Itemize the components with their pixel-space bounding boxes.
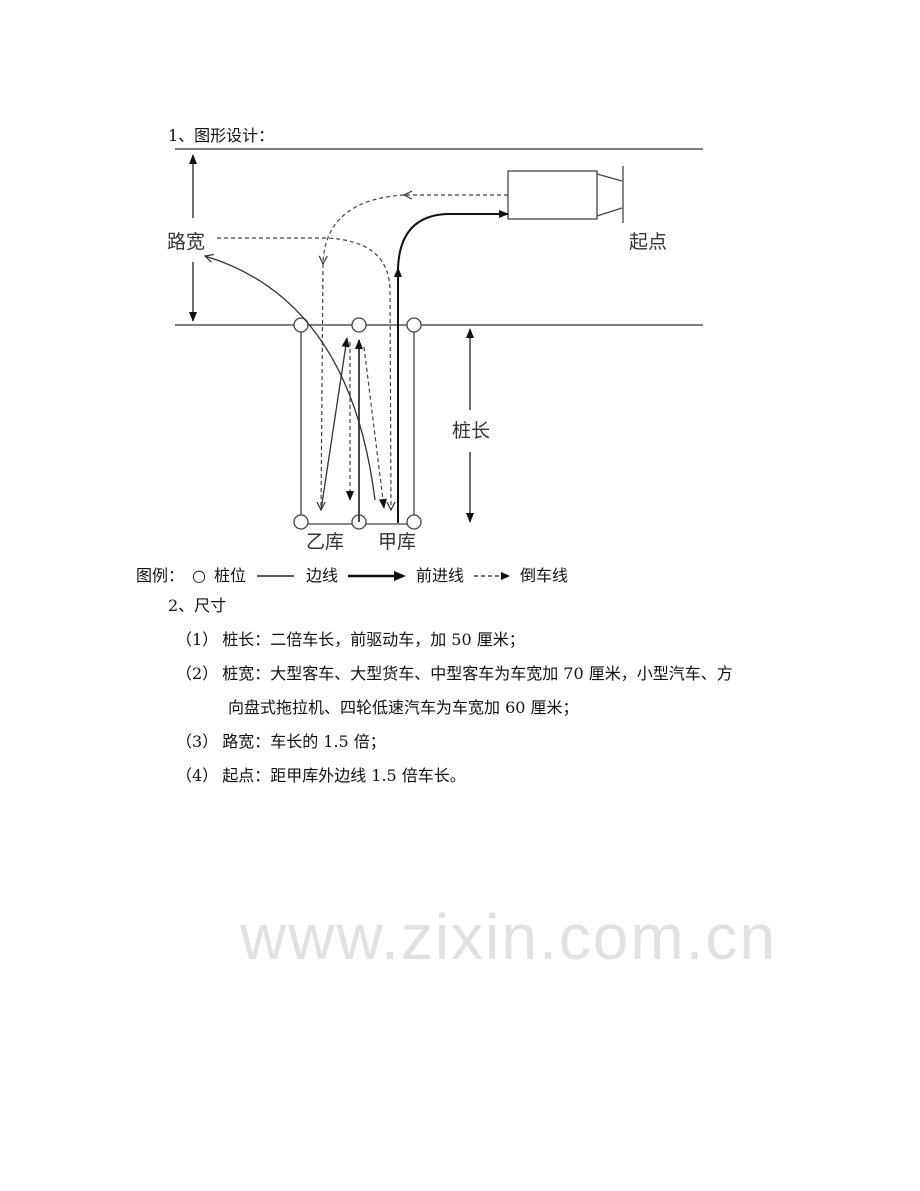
legend-pile-symbol: ○ xyxy=(192,566,206,585)
item-1-num: （1） xyxy=(176,630,219,649)
legend-pile-label: 桩位 xyxy=(213,566,246,585)
legend-forward-label: 前进线 xyxy=(416,566,465,585)
parking-diagram: 路宽 桩长 起点 乙库 甲库 xyxy=(167,148,703,553)
item-1: （1） 桩长：二倍车长，前驱动车，加 50 厘米； xyxy=(176,630,525,650)
item-2-num: （2） xyxy=(176,664,219,683)
legend-forward-arrow xyxy=(348,571,407,581)
pile-icon xyxy=(293,317,309,333)
legend-prefix: 图例： xyxy=(136,566,185,585)
pile-icon xyxy=(406,514,422,530)
pile-length-label: 桩长 xyxy=(452,420,490,442)
pile-icon xyxy=(351,317,367,333)
legend-edge-line xyxy=(257,575,294,577)
reverse-paths xyxy=(217,195,508,510)
pile-icon xyxy=(406,317,422,333)
item-3: （3） 路宽：车长的 1.5 倍； xyxy=(176,732,386,752)
garage-b-label: 乙库 xyxy=(306,531,344,553)
start-label: 起点 xyxy=(629,231,667,253)
section1-title: 1、图形设计： xyxy=(168,126,275,145)
item-2-continuation: 向盘式拖拉机、四轮低速汽车为车宽加 60 厘米； xyxy=(228,698,579,717)
item-4: （4） 起点：距甲库外边线 1.5 倍车长。 xyxy=(176,766,466,786)
car-icon xyxy=(507,166,624,223)
legend: 图例： ○ 桩位 边线 前进线 倒车线 xyxy=(136,566,568,586)
item-4-num: （4） xyxy=(176,766,219,785)
legend-reverse-label: 倒车线 xyxy=(520,566,569,585)
forward-thin-paths xyxy=(205,256,376,522)
pile-icon xyxy=(293,514,309,530)
forward-path xyxy=(394,210,509,523)
watermark: www.zixin.com.cn xyxy=(240,901,777,973)
item-2: （2） 桩宽：大型客车、大型货车、中型客车为车宽加 70 厘米，小型汽车、方 xyxy=(176,664,733,684)
item-3-num: （3） xyxy=(176,732,219,751)
item-2-text: 桩宽：大型客车、大型货车、中型客车为车宽加 70 厘米，小型汽车、方 xyxy=(222,664,733,683)
road-width-label: 路宽 xyxy=(167,231,205,253)
section2-title: 2、尺寸 xyxy=(168,596,227,615)
legend-edge-label: 边线 xyxy=(306,566,339,585)
item-1-text: 桩长：二倍车长，前驱动车，加 50 厘米； xyxy=(222,630,525,649)
item-3-text: 路宽：车长的 1.5 倍； xyxy=(222,732,386,751)
item-4-text: 起点：距甲库外边线 1.5 倍车长。 xyxy=(222,766,466,785)
pile-markers xyxy=(293,317,422,530)
legend-reverse-arrow xyxy=(474,572,511,580)
garage-a-label: 甲库 xyxy=(378,531,416,553)
